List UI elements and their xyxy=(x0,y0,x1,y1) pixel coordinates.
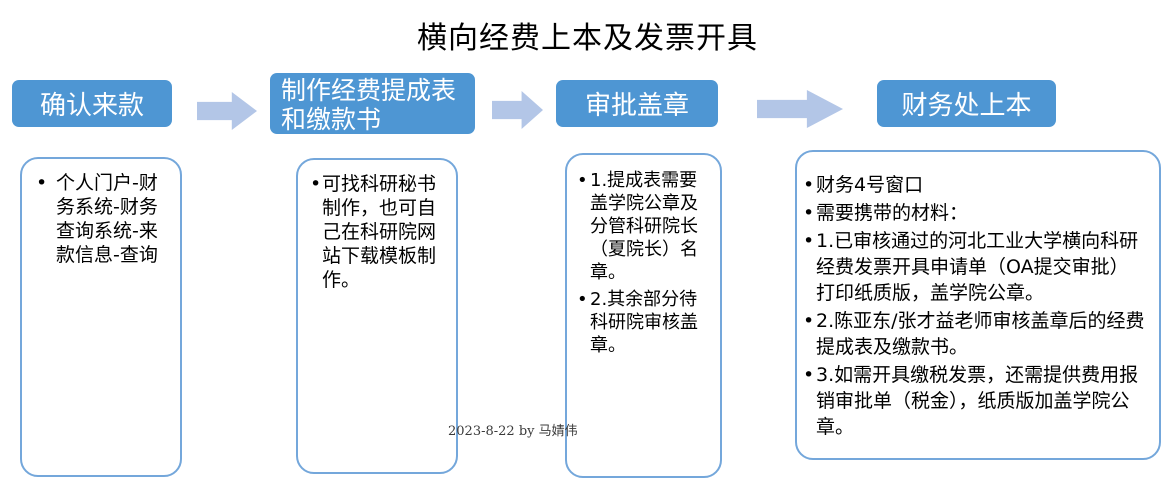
bullet-item: 可找科研秘书制作，也可自己在科研院网站下载模板制作。 xyxy=(310,172,448,292)
bullet-item: 财务4号窗口 xyxy=(803,172,1145,198)
bullet-list: 个人门户-财务系统-财务查询系统-来款信息-查询 xyxy=(36,171,172,267)
bullet-list: 1.提成表需要盖学院公章及分管科研院长（夏院长）名章。 2.其余部分待科研院审核… xyxy=(577,169,714,357)
step-header-confirm-payment: 确认来款 xyxy=(12,80,172,127)
step-detail-approval-stamp: 1.提成表需要盖学院公章及分管科研院长（夏院长）名章。 2.其余部分待科研院审核… xyxy=(565,153,722,478)
step-header-label: 财务处上本 xyxy=(901,91,1032,121)
bullet-item: 1.已审核通过的河北工业大学横向科研经费发票开具申请单（OA提交审批）打印纸质版… xyxy=(803,228,1145,306)
page-title: 横向经费上本及发票开具 xyxy=(417,21,758,56)
step-header-label: 制作经费提成表和缴款书 xyxy=(281,76,457,134)
right-arrow-icon xyxy=(197,92,257,130)
bullet-item: 2.其余部分待科研院审核盖章。 xyxy=(577,288,714,357)
footer-credit: 2023-8-22 by 马婧伟 xyxy=(448,424,578,439)
right-arrow-icon xyxy=(757,90,843,128)
bullet-list: 可找科研秘书制作，也可自己在科研院网站下载模板制作。 xyxy=(310,172,448,292)
right-arrow-icon xyxy=(492,91,543,129)
bullet-item: 个人门户-财务系统-财务查询系统-来款信息-查询 xyxy=(36,171,172,267)
step-detail-make-commission-table: 可找科研秘书制作，也可自己在科研院网站下载模板制作。 xyxy=(296,158,458,474)
step-detail-finance-office: 财务4号窗口 需要携带的材料： 1.已审核通过的河北工业大学横向科研经费发票开具… xyxy=(795,150,1161,460)
bullet-list: 财务4号窗口 需要携带的材料： 1.已审核通过的河北工业大学横向科研经费发票开具… xyxy=(803,172,1145,440)
step-header-label: 审批盖章 xyxy=(584,91,689,121)
bullet-item: 需要携带的材料： xyxy=(803,200,1145,226)
step-header-approval-stamp: 审批盖章 xyxy=(556,80,718,127)
step-header-finance-office: 财务处上本 xyxy=(877,80,1056,127)
bullet-item: 1.提成表需要盖学院公章及分管科研院长（夏院长）名章。 xyxy=(577,169,714,284)
bullet-item: 2.陈亚东/张才益老师审核盖章后的经费提成表及缴款书。 xyxy=(803,308,1145,360)
step-detail-confirm-payment: 个人门户-财务系统-财务查询系统-来款信息-查询 xyxy=(20,157,182,477)
bullet-item: 3.如需开具缴税发票，还需提供费用报销审批单（税金），纸质版加盖学院公章。 xyxy=(803,362,1145,440)
step-header-label: 确认来款 xyxy=(39,91,144,121)
step-header-make-commission-table: 制作经费提成表和缴款书 xyxy=(270,73,475,134)
